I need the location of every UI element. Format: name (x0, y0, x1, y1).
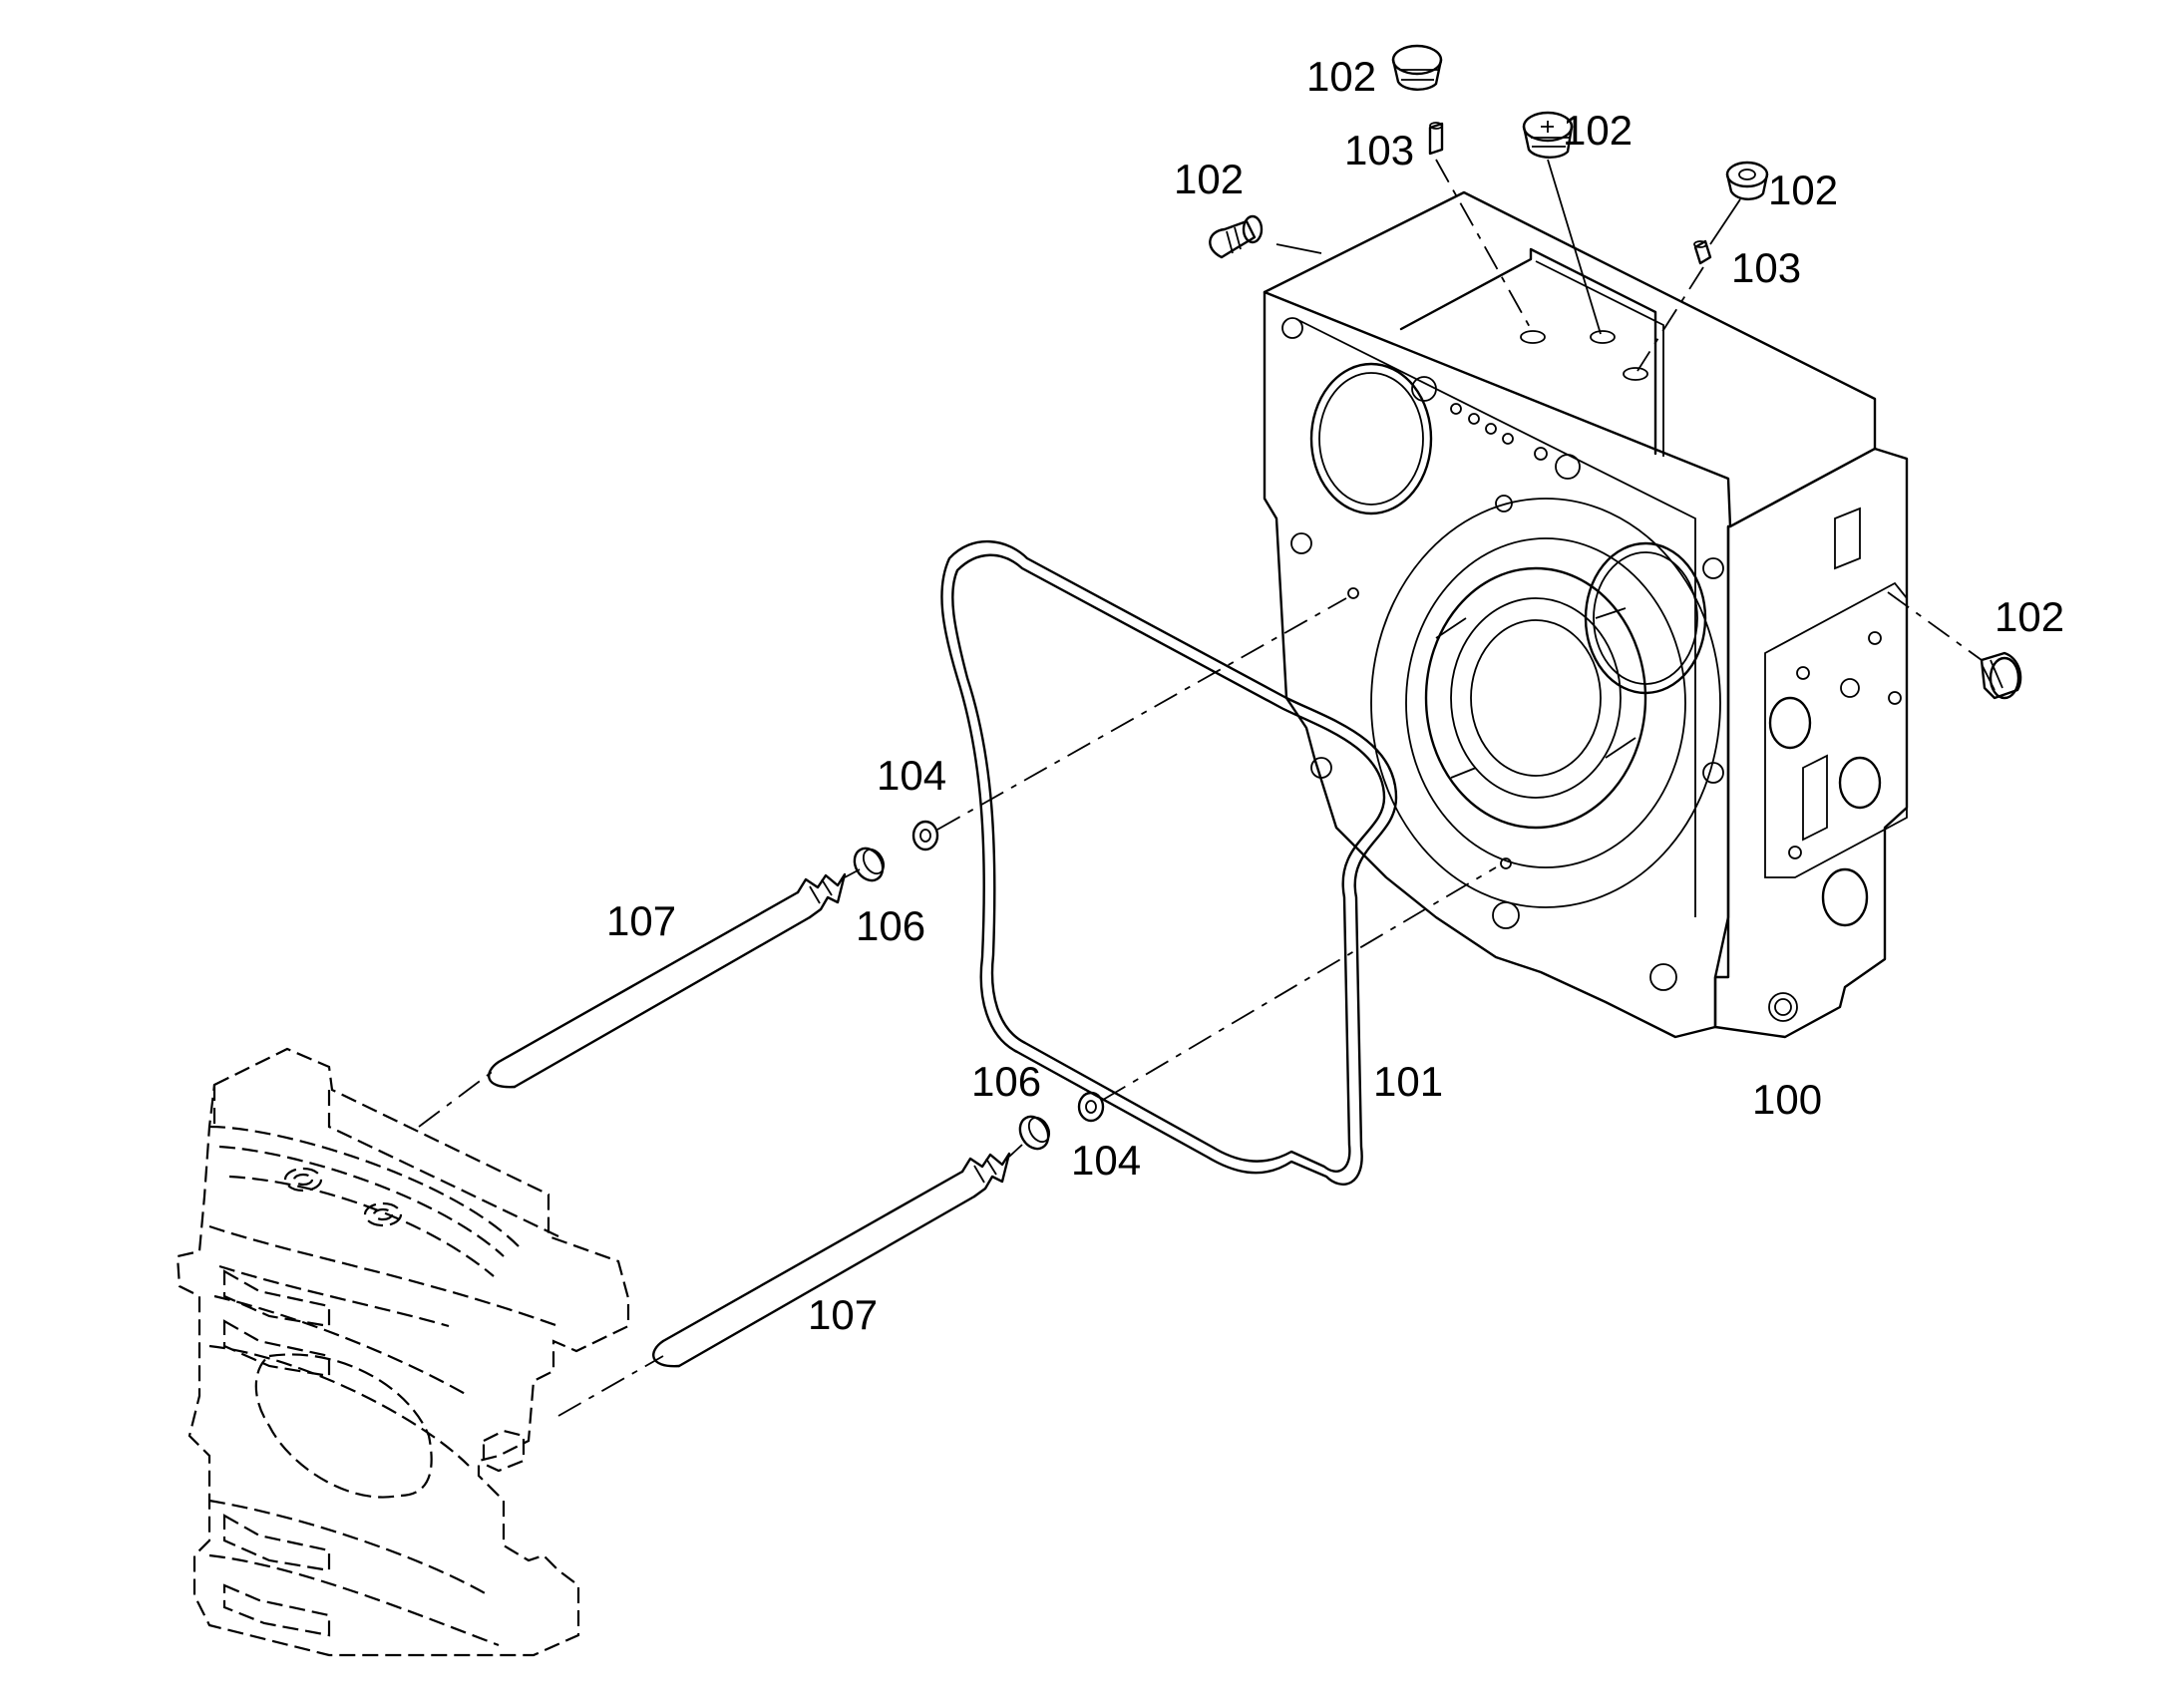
callout-102-left: 102 (1174, 156, 1244, 202)
callout-106-upper: 106 (856, 902, 925, 949)
callout-103-left: 103 (1344, 127, 1414, 173)
washer-lower-part (1077, 1091, 1105, 1123)
callout-102-top: 102 (1306, 53, 1376, 100)
stud-upper-part (488, 872, 847, 1089)
callout-101: 101 (1373, 1058, 1443, 1105)
plug-top-part (1391, 44, 1443, 91)
bracket-part (176, 1047, 630, 1657)
stud-lower-part (652, 1152, 1011, 1368)
callout-100: 100 (1752, 1076, 1822, 1123)
ring-lower-part (1018, 1115, 1051, 1151)
plug-left-part (1209, 214, 1264, 259)
housing-part (1263, 190, 1909, 1039)
gasket-part (940, 539, 1398, 1186)
ring-upper-part (853, 847, 886, 882)
callout-106-lower: 106 (971, 1058, 1041, 1105)
callout-102-right-top: 102 (1768, 167, 1838, 213)
callout-107-upper: 107 (606, 897, 676, 944)
callout-107-lower: 107 (808, 1291, 878, 1338)
plug-side-part (1980, 651, 2022, 700)
pin-left-part (1428, 122, 1444, 156)
callout-102-mid: 102 (1563, 107, 1633, 154)
plug-right-top-part (1725, 161, 1769, 200)
callout-102-side: 102 (1995, 593, 2064, 640)
washer-upper-part (911, 820, 939, 852)
callout-104-upper: 104 (877, 752, 946, 799)
callout-labels: 102 103 102 102 102 103 102 104 106 107 … (606, 53, 2064, 1338)
leader-lines (1275, 159, 1741, 335)
callout-103-right: 103 (1731, 244, 1801, 291)
plug-mid-part (1522, 111, 1574, 159)
callout-104-lower: 104 (1071, 1137, 1141, 1184)
assembly-axes (418, 159, 1983, 1417)
pin-right-part (1693, 239, 1712, 265)
